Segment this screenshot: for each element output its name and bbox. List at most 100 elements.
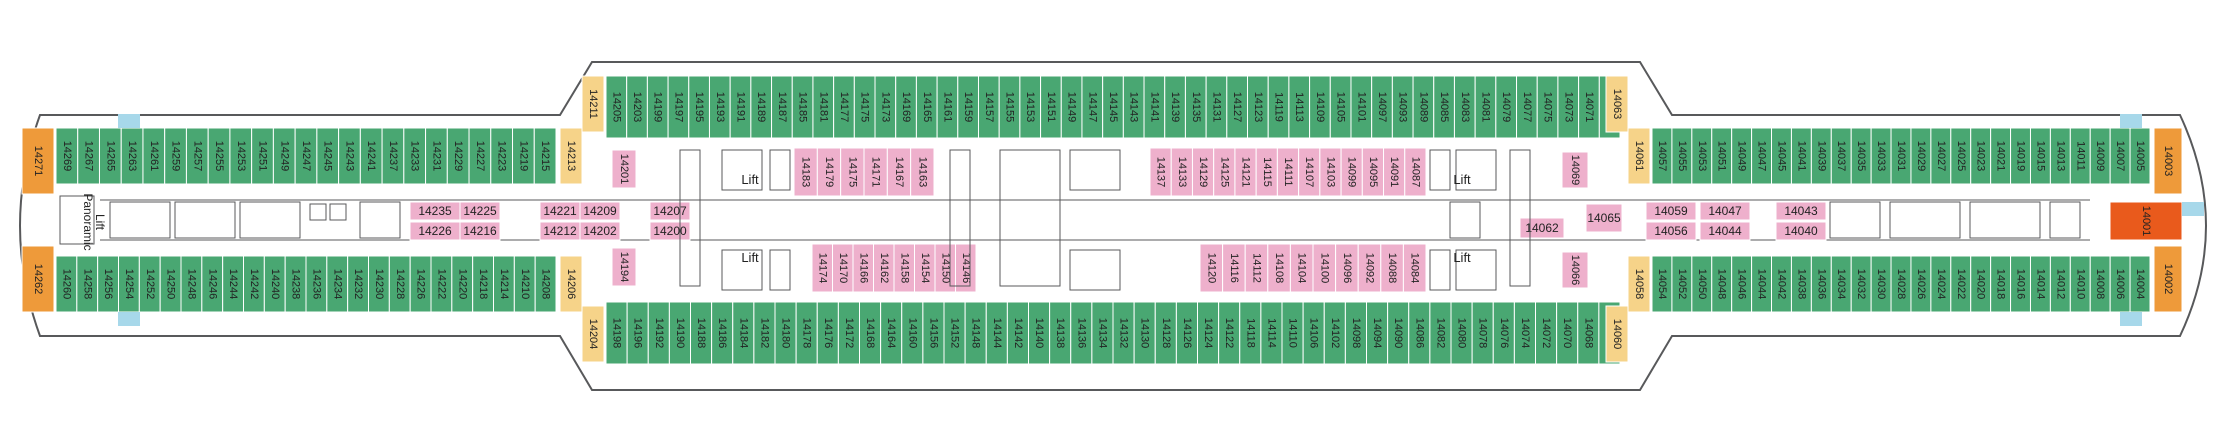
cabin-fwd-interior[interactable]: 14062 <box>1519 217 1565 239</box>
cabin-mid-bottom[interactable]: 14090 <box>1387 301 1410 365</box>
cabin-mid-bottom[interactable]: 14168 <box>859 301 882 365</box>
cabin-mid-top[interactable]: 14149 <box>1060 75 1083 139</box>
cabin-mid-top[interactable]: 14193 <box>708 75 731 139</box>
cabin-aft-bottom[interactable]: 14240 <box>263 255 286 313</box>
cabin-fwd-red[interactable]: 14001 <box>2109 201 2183 241</box>
cabin-inside[interactable]: 14174 <box>811 243 833 293</box>
cabin-aft-yellow[interactable]: 14206 <box>559 255 583 313</box>
cabin-aft-bottom[interactable]: 14250 <box>159 255 182 313</box>
cabin-fwd-bottom[interactable]: 14042 <box>1771 255 1792 313</box>
cabin-mid-top[interactable]: 14143 <box>1122 75 1145 139</box>
cabin-fwd-bottom[interactable]: 14016 <box>2010 255 2031 313</box>
cabin-mid-top[interactable]: 14155 <box>998 75 1021 139</box>
cabin-inside[interactable]: 14158 <box>893 243 915 293</box>
cabin-mid-bottom[interactable]: 14068 <box>1577 301 1600 365</box>
cabin-mid-bottom[interactable]: 14148 <box>964 301 987 365</box>
cabin-mid-bottom[interactable]: 14070 <box>1556 301 1579 365</box>
cabin-inside[interactable]: 14111 <box>1276 147 1300 197</box>
cabin-aft-top[interactable]: 14241 <box>359 127 383 185</box>
cabin-fwd-top[interactable]: 14019 <box>2010 127 2031 185</box>
cabin-mid-top[interactable]: 14197 <box>667 75 690 139</box>
cabin-inside[interactable]: 14116 <box>1222 243 1246 293</box>
cabin-inside[interactable]: 14146 <box>955 243 977 293</box>
cabin-inside[interactable]: 14095 <box>1361 147 1385 197</box>
cabin-fwd-bottom[interactable]: 14038 <box>1790 255 1812 313</box>
cabin-inside[interactable]: 14183 <box>793 147 818 197</box>
cabin-fwd-bottom[interactable]: 14036 <box>1810 255 1832 313</box>
cabin-inside[interactable]: 14115 <box>1255 147 1278 197</box>
cabin-mid-bottom[interactable]: 14134 <box>1091 301 1114 365</box>
cabin-aft-interior[interactable]: 14221 <box>539 201 581 221</box>
cabin-aft-interior[interactable]: 14216 <box>459 221 501 241</box>
cabin-inside[interactable]: 14120 <box>1199 243 1224 293</box>
cabin-inside[interactable]: 14121 <box>1234 147 1257 197</box>
cabin-aft-top[interactable]: 14269 <box>55 127 79 185</box>
cabin-mid-top[interactable]: 14203 <box>626 75 648 139</box>
cabin-aft-top[interactable]: 14261 <box>142 127 166 185</box>
cabin-inside[interactable]: 14179 <box>816 147 842 197</box>
cabin-fwd-bottom[interactable]: 14026 <box>1910 255 1932 313</box>
cabin-mid-bottom[interactable]: 14182 <box>753 301 776 365</box>
cabin-fwd-yellow[interactable]: 14063 <box>1605 75 1629 133</box>
cabin-mid-top[interactable]: 14199 <box>646 75 669 139</box>
cabin-inside[interactable]: 14162 <box>873 243 895 293</box>
cabin-fwd-bottom[interactable]: 14046 <box>1731 255 1753 313</box>
cabin-aft-top[interactable]: 14255 <box>207 127 231 185</box>
cabin-mid-bottom[interactable]: 14142 <box>1006 301 1029 365</box>
cabin-fwd-bottom[interactable]: 14048 <box>1711 255 1733 313</box>
cabin-mid-top[interactable]: 14185 <box>791 75 814 139</box>
cabin-fwd-interior[interactable]: 14043 <box>1775 201 1827 221</box>
cabin-mid-top[interactable]: 14189 <box>750 75 773 139</box>
cabin-mid-bottom[interactable]: 14198 <box>605 301 628 365</box>
cabin-mid-bottom[interactable]: 14138 <box>1049 301 1072 365</box>
cabin-mid-top[interactable]: 14161 <box>936 75 959 139</box>
cabin-fwd-top[interactable]: 14007 <box>2109 127 2131 185</box>
cabin-fwd-top[interactable]: 14031 <box>1890 127 1912 185</box>
cabin-mid-bottom[interactable]: 14128 <box>1154 301 1177 365</box>
cabin-mid-bottom[interactable]: 14080 <box>1450 301 1473 365</box>
cabin-inside[interactable]: 14087 <box>1404 147 1427 197</box>
cabin-mid-top[interactable]: 14083 <box>1453 75 1476 139</box>
cabin-mid-top[interactable]: 14159 <box>957 75 979 139</box>
cabin-mid-top[interactable]: 14145 <box>1102 75 1124 139</box>
cabin-inside[interactable]: 14133 <box>1170 147 1193 197</box>
cabin-fwd-bottom[interactable]: 14032 <box>1850 255 1872 313</box>
cabin-inside[interactable]: 14091 <box>1383 147 1406 197</box>
cabin-fwd-orange[interactable]: 14002 <box>2153 245 2183 313</box>
cabin-aft-yellow[interactable]: 14204 <box>581 305 605 363</box>
cabin-mid-top[interactable]: 14195 <box>688 75 710 139</box>
cabin-fwd-interior[interactable]: 14040 <box>1775 221 1827 241</box>
cabin-fwd-top[interactable]: 14015 <box>2029 127 2051 185</box>
cabin-mid-bottom[interactable]: 14072 <box>1535 301 1558 365</box>
cabin-fwd-top[interactable]: 14045 <box>1771 127 1792 185</box>
cabin-inside[interactable]: 14170 <box>832 243 854 293</box>
cabin-fwd-bottom[interactable]: 14012 <box>2049 255 2071 313</box>
cabin-aft-bottom[interactable]: 14218 <box>472 255 494 313</box>
cabin-mid-bottom[interactable]: 14140 <box>1028 301 1051 365</box>
cabin-fwd-top[interactable]: 14041 <box>1790 127 1812 185</box>
cabin-mid-top[interactable]: 14175 <box>853 75 876 139</box>
cabin-fwd-orange[interactable]: 14003 <box>2153 127 2183 195</box>
cabin-mid-bottom[interactable]: 14192 <box>647 301 670 365</box>
cabin-inside[interactable]: 14166 <box>852 243 874 293</box>
cabin-inside[interactable]: 14066 <box>1561 251 1589 289</box>
cabin-fwd-top[interactable]: 14009 <box>2089 127 2111 185</box>
cabin-aft-top[interactable]: 14229 <box>446 127 470 185</box>
cabin-aft-top[interactable]: 14243 <box>338 127 361 185</box>
cabin-mid-top[interactable]: 14081 <box>1474 75 1497 139</box>
cabin-inside[interactable]: 14100 <box>1312 243 1337 293</box>
cabin-aft-top[interactable]: 14233 <box>403 127 427 185</box>
cabin-mid-top[interactable]: 14141 <box>1143 75 1166 139</box>
cabin-inside[interactable]: 14092 <box>1357 243 1382 293</box>
cabin-mid-top[interactable]: 14089 <box>1412 75 1435 139</box>
cabin-fwd-interior[interactable]: 14044 <box>1699 221 1751 241</box>
cabin-mid-top[interactable]: 14071 <box>1578 75 1600 139</box>
cabin-aft-bottom[interactable]: 14228 <box>388 255 411 313</box>
cabin-inside[interactable]: 14096 <box>1335 243 1359 293</box>
cabin-fwd-top[interactable]: 14039 <box>1810 127 1832 185</box>
cabin-mid-bottom[interactable]: 14124 <box>1197 301 1220 365</box>
cabin-fwd-yellow[interactable]: 14060 <box>1605 305 1629 363</box>
cabin-fwd-bottom[interactable]: 14020 <box>1970 255 1992 313</box>
cabin-aft-top[interactable]: 14227 <box>468 127 492 185</box>
cabin-fwd-bottom[interactable]: 14044 <box>1751 255 1773 313</box>
